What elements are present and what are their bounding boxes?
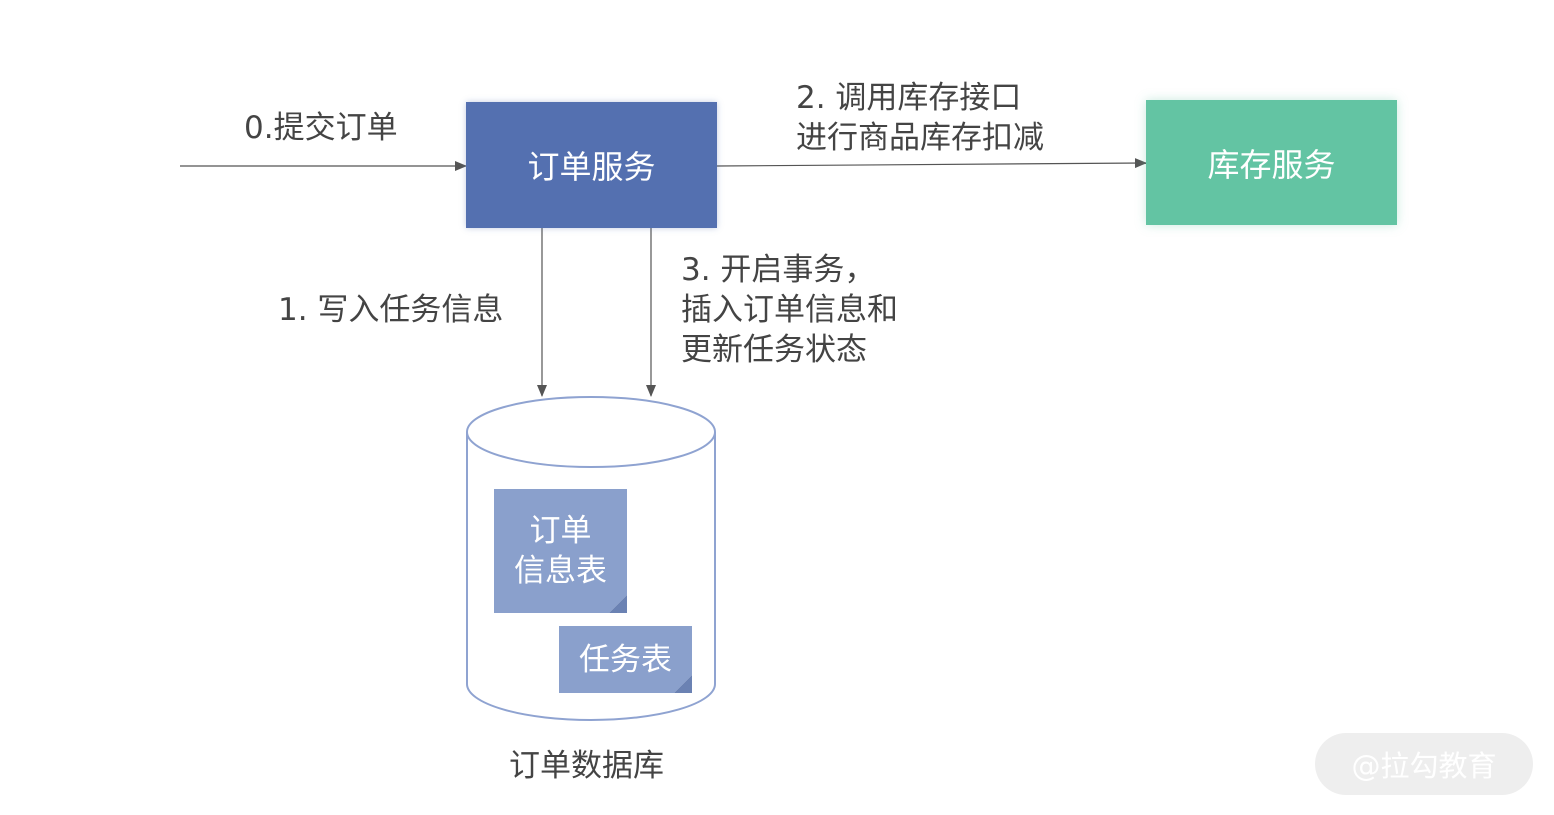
order-service-label: 订单服务 bbox=[527, 148, 656, 186]
order-info-table-line-2: 信息表 bbox=[514, 553, 607, 589]
order-info-table-note: 订单 信息表 bbox=[494, 489, 627, 613]
inventory-service-node: 库存服务 bbox=[1146, 100, 1397, 225]
label-transaction-line-1: 3. 开启事务， bbox=[681, 252, 876, 288]
label-transaction-line-2: 插入订单信息和 bbox=[681, 292, 898, 328]
task-table-note: 任务表 bbox=[559, 626, 692, 693]
inventory-service-label: 库存服务 bbox=[1207, 145, 1336, 184]
label-transaction: 3. 开启事务， 插入订单信息和 更新任务状态 bbox=[681, 250, 898, 370]
page-fold-icon bbox=[674, 675, 692, 693]
task-table-label: 任务表 bbox=[579, 641, 672, 678]
label-transaction-line-3: 更新任务状态 bbox=[681, 332, 867, 368]
label-call-inventory-line-2: 进行商品库存扣减 bbox=[796, 120, 1044, 156]
watermark-badge: @拉勾教育 bbox=[1315, 733, 1533, 795]
database-label: 订单数据库 bbox=[509, 748, 664, 784]
order-info-table-line-1: 订单 bbox=[529, 513, 592, 549]
arrow-call-inventory bbox=[716, 158, 1147, 169]
label-call-inventory: 2. 调用库存接口 进行商品库存扣减 bbox=[796, 78, 1044, 158]
label-submit-order: 0.提交订单 bbox=[244, 110, 398, 146]
label-write-task: 1. 写入任务信息 bbox=[278, 292, 504, 328]
watermark-text: @拉勾教育 bbox=[1351, 749, 1497, 783]
page-fold-icon bbox=[609, 595, 627, 613]
label-call-inventory-line-1: 2. 调用库存接口 bbox=[796, 80, 1022, 116]
order-service-node: 订单服务 bbox=[466, 102, 717, 228]
